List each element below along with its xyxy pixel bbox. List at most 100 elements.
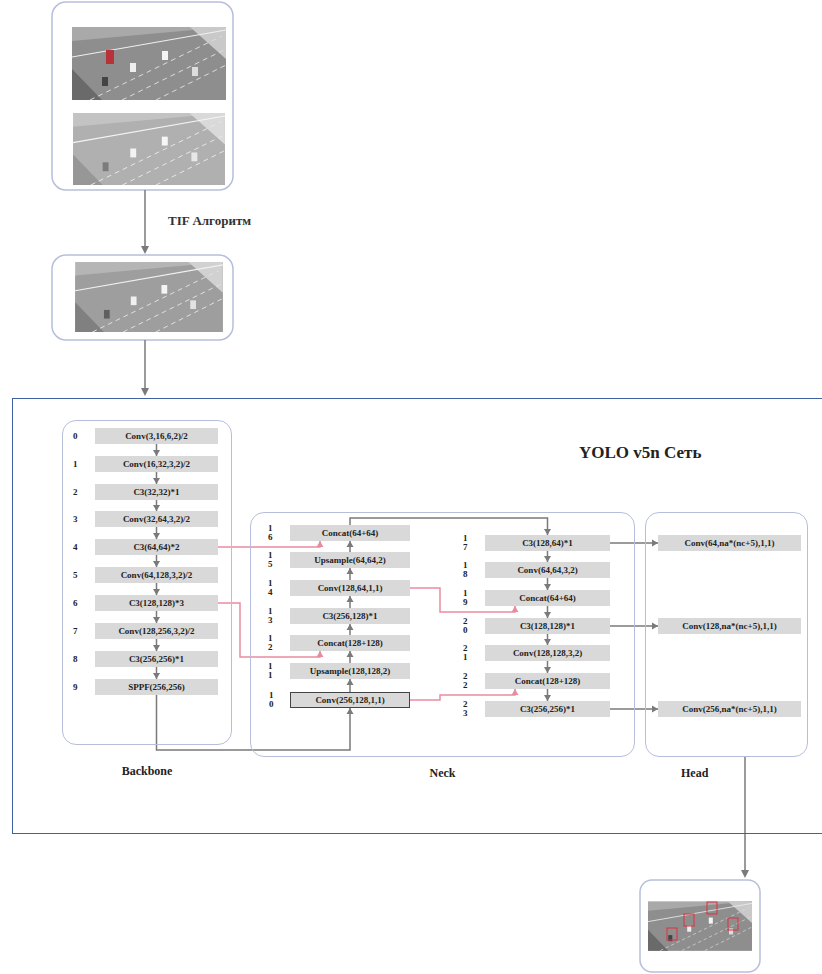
head-layer-box: Conv(128,na*(nc+5),1,1) [658,618,801,634]
layer-label: Conv(128,na*(nc+5),1,1) [682,621,776,632]
arrow-head [512,689,519,695]
layer-label: Upsample(128,128,2) [310,666,391,677]
layer-label: Conv(16,32,3,2)/2 [123,459,190,470]
arrow-head [347,651,354,657]
layer-index: 2 3 [463,700,468,718]
connector-line [610,625,658,627]
layer-index: 6 [73,599,78,608]
arrow-head [141,388,149,396]
stage-panel: HeadConv(64,na*(nc+5),1,1)Conv(128,na*(n… [645,512,808,757]
network-frame: YOLO v5n СетьBackbone0Conv(3,16,6,2)/21C… [12,398,822,834]
flow-connector [610,540,658,547]
layer-label: Conv(64,128,3,2)/2 [121,570,193,581]
layer-index: 1 3 [268,607,273,625]
layer-label: Concat(128+128) [317,638,383,649]
layer-label: SPPF(256,256) [128,682,185,693]
layer-label: Conv(64,na*(nc+5),1,1) [685,538,775,549]
head-layer-box: Conv(64,na*(nc+5),1,1) [658,535,801,551]
layer-box: 2 2Concat(128+128) [485,673,610,689]
image-panel [52,255,233,340]
layer-label: Conv(128,128,3,2) [513,648,582,659]
layer-index: 5 [73,571,78,580]
image-panel [52,2,233,190]
panel-label: Head [681,766,708,781]
flow-connector [544,661,551,673]
arrow-head [347,568,354,574]
image-panel [640,880,760,972]
layer-index: 2 2 [463,672,468,690]
fused-tint [72,262,226,332]
layer-box: 1 1Upsample(128,128,2) [290,663,410,679]
flow-connector [153,527,160,539]
layer-box: 0Conv(3,16,6,2)/2 [95,428,218,444]
visible-image [72,27,226,100]
flow-connector [544,606,551,618]
detection-box [684,914,694,926]
arrow-head [347,596,354,602]
layer-index: 1 5 [268,551,273,569]
layer-box: 9SPPF(256,256) [95,679,218,695]
layer-index: 1 2 [268,634,273,652]
layer-index: 0 [73,432,78,441]
flow-connector [153,667,160,679]
panel-label: Neck [430,766,456,781]
layer-index: 1 6 [268,524,273,542]
head-layer-box: Conv(256,na*(nc+5),1,1) [658,701,801,717]
flow-arrow [144,190,146,248]
arrow-head [347,708,354,714]
layer-index: 1 8 [463,561,468,579]
arrow-head [317,541,324,547]
flow-arrow [144,340,146,390]
layer-box: 1 8Conv(64,64,3,2) [485,562,610,578]
layer-box: 8C3(256,256)*1 [95,651,218,667]
layer-box: 5Conv(64,128,3,2)/2 [95,567,218,583]
flow-connector [153,472,160,484]
layer-index: 1 [73,460,78,469]
layer-label: C3(128,128)*3 [129,598,184,609]
arrow-head [347,624,354,630]
arrow-head [512,606,519,612]
layer-index: 1 4 [268,579,273,597]
flow-connector [153,444,160,456]
layer-label: Conv(256,128,1,1) [315,695,384,706]
layer-box: 1 7C3(128,64)*1 [485,535,610,551]
flow-connector [347,541,354,552]
flow-connector [544,551,551,562]
arrow-head [741,870,749,878]
detection-box [728,918,738,930]
layer-label: Conv(128,256,3,2)/2 [118,626,194,637]
panel-label: Backbone [122,764,173,779]
flow-connector [153,611,160,623]
stage-panel: Backbone0Conv(3,16,6,2)/21Conv(16,32,3,2… [62,420,232,745]
flow-connector [347,651,354,663]
detection-box [667,928,677,940]
layer-box: 3Conv(32,64,3,2)/2 [95,511,218,527]
layer-box: 7Conv(128,256,3,2)/2 [95,623,218,639]
layer-box: 1 5Upsample(64,64,2) [290,552,410,568]
layer-label: Concat(64+64) [519,593,576,604]
layer-index: 2 0 [463,617,468,635]
layer-label: Upsample(64,64,2) [314,555,386,566]
layer-label: C3(32,32)*1 [133,487,179,498]
flow-connector [153,555,160,567]
flow-connector [347,679,354,692]
layer-index: 9 [73,683,78,692]
flow-connector [544,689,551,701]
layer-label: Concat(64+64) [322,528,379,539]
layer-box: 4C3(64,64)*2 [95,539,218,555]
flow-connector [153,500,160,511]
connector-line [610,542,658,544]
layer-index: 7 [73,627,78,636]
flow-arrow [744,757,746,872]
layer-box: 6C3(128,128)*3 [95,595,218,611]
connector-line [610,708,658,710]
flow-connector [610,623,658,630]
bus [106,50,114,64]
flow-connector [347,624,354,635]
layer-label: C3(128,128)*1 [520,621,575,632]
arrow-head [317,651,324,657]
arrow-head [347,679,354,685]
layer-box: 2 0C3(128,128)*1 [485,618,610,634]
layer-box: 1 2Concat(128+128) [290,635,410,651]
